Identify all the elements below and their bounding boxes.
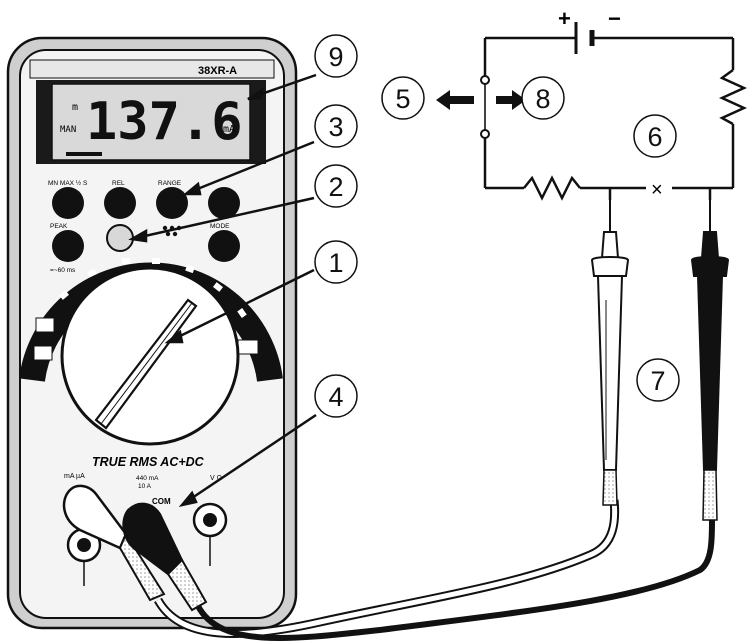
- lcd-indicator-m: m: [72, 102, 78, 113]
- rotary-dial[interactable]: [19, 258, 283, 446]
- black-probe: [690, 196, 730, 521]
- switch-top-contact: [480, 75, 490, 85]
- callout-2: 2: [314, 164, 358, 208]
- switch-bottom-contact: [480, 129, 490, 139]
- test-leads: [154, 499, 715, 641]
- jack-label-v: V Ω: [210, 475, 222, 482]
- callout-5: 5: [381, 76, 425, 120]
- dial-function-symbols: [59, 258, 247, 318]
- input-jacks: mA µA COM V Ω: [64, 473, 228, 586]
- callout-leaders: [128, 73, 317, 507]
- dial-segment-box-2: [33, 345, 53, 361]
- callout-3: 3: [314, 104, 358, 148]
- svg-text:9: 9: [328, 42, 343, 72]
- svg-text:1: 1: [328, 248, 343, 278]
- fuse-rating-1: 440 mA: [136, 475, 159, 482]
- leader-4: [185, 413, 317, 504]
- callouts: 9 3 2 1 4 5 8 6: [314, 34, 680, 418]
- white-lead-wire: [155, 499, 618, 636]
- lcd-unit: mA: [223, 124, 235, 135]
- leader-1: [171, 268, 315, 342]
- leader-2: [135, 196, 315, 240]
- rel-button[interactable]: [104, 187, 136, 219]
- jack-label-ma: mA µA: [64, 473, 85, 480]
- callout-8: 8: [521, 76, 565, 120]
- button-label-rel: REL: [112, 180, 125, 187]
- model-label: 38XR-A: [198, 65, 237, 77]
- callout-9: 9: [314, 34, 358, 78]
- switch-arrows: [436, 90, 526, 110]
- leader-3: [189, 140, 315, 194]
- minmax-button[interactable]: [52, 187, 84, 219]
- svg-text:8: 8: [535, 84, 550, 114]
- svg-text:3: 3: [328, 112, 343, 142]
- white-probe: [590, 196, 630, 506]
- peak-button[interactable]: [52, 230, 84, 262]
- inserted-white-plug: [62, 484, 166, 602]
- meter-header-band: [29, 59, 275, 79]
- arrow-right-icon: [496, 90, 526, 110]
- multimeter: 38XR-A m MAN 137.6 mA MN MAX ½ S REL RAN…: [6, 36, 298, 630]
- svg-text:6: 6: [647, 122, 662, 152]
- ma-jack-hole-icon: [77, 538, 91, 552]
- battery-minus-sign: −: [608, 6, 621, 31]
- svg-text:4: 4: [328, 382, 343, 412]
- white-probe-handle: [596, 275, 624, 471]
- backlight-button[interactable]: [106, 224, 134, 252]
- peak-sub-label: =~60 ms: [50, 267, 76, 274]
- dial-pointer-center-line: [100, 302, 193, 425]
- mode-button[interactable]: [208, 230, 240, 262]
- range-button[interactable]: [156, 187, 188, 219]
- black-lead-wire: [195, 519, 715, 641]
- button-label-minmax: MN MAX ½ S: [48, 179, 88, 187]
- circuit: [483, 22, 748, 201]
- circuit-break-mark: ×: [651, 179, 663, 201]
- lcd-indicator-man: MAN: [60, 125, 76, 135]
- button-row-1: MN MAX ½ S REL RANGE: [48, 179, 240, 219]
- callout-7: 7: [636, 358, 680, 402]
- callout-1: 1: [314, 240, 358, 284]
- dial-segment-box-1: [35, 317, 55, 333]
- white-probe-guard: [590, 256, 630, 277]
- battery-plus-sign: +: [558, 6, 571, 31]
- true-rms-label: TRUE RMS AC+DC: [92, 455, 205, 469]
- jack-label-com: COM: [152, 497, 171, 506]
- callout-4: 4: [314, 374, 358, 418]
- resistor-right: [718, 68, 748, 126]
- svg-text:5: 5: [395, 84, 410, 114]
- inserted-black-plug: [122, 502, 208, 612]
- black-probe-guard: [690, 256, 730, 277]
- resistor-bottom: [523, 175, 581, 201]
- lcd-reading: 137.6: [86, 92, 243, 152]
- button-row-2: PEAK MODE =~60 ms: [50, 223, 240, 274]
- hold-button[interactable]: [208, 187, 240, 219]
- button-label-mode: MODE: [210, 223, 230, 230]
- svg-text:2: 2: [328, 172, 343, 202]
- dial-segment-box-3: [237, 339, 259, 355]
- svg-text:7: 7: [650, 366, 665, 396]
- voltage-jack-hole-icon: [203, 513, 217, 527]
- button-label-peak: PEAK: [50, 223, 68, 230]
- lcd-bargraph: [66, 152, 102, 156]
- callout-6: 6: [633, 114, 677, 158]
- fuse-rating-2: 10 A: [138, 483, 152, 490]
- arrow-left-icon: [436, 90, 474, 110]
- lcd-screen: [51, 83, 251, 161]
- black-probe-handle: [696, 275, 724, 471]
- button-label-range: RANGE: [158, 180, 182, 187]
